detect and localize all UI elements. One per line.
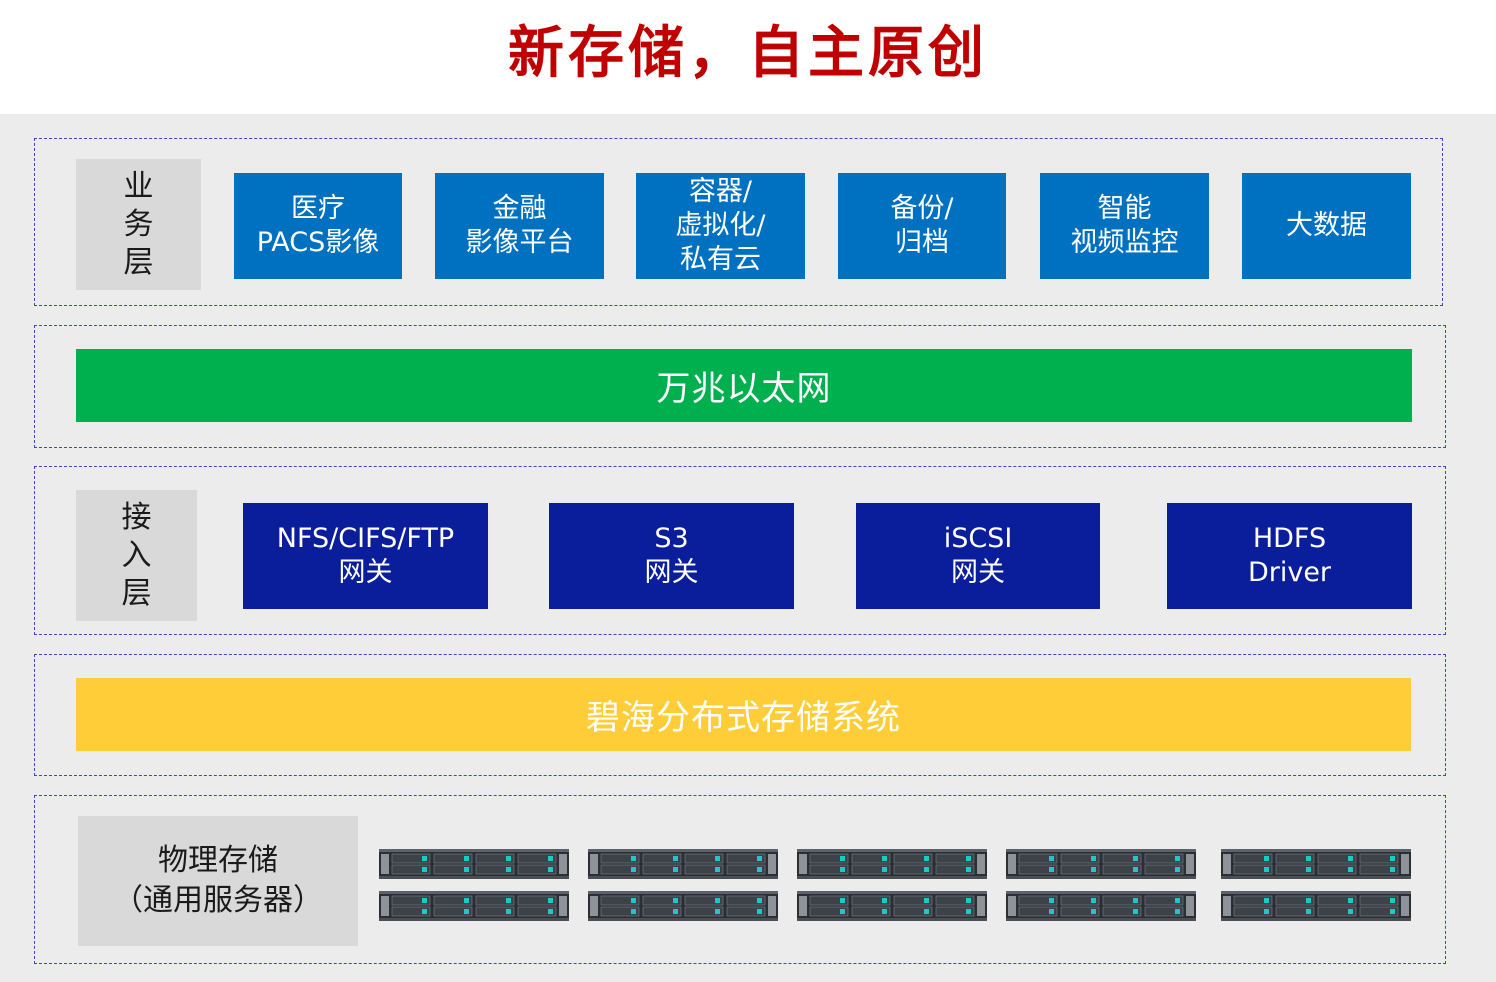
physical-layer-label-text: 物理存储 （通用服务器） — [113, 843, 323, 918]
rack-server-icon — [379, 848, 569, 880]
rack-server-icon — [588, 848, 778, 880]
business-item-big-data: 大数据 — [1242, 173, 1411, 279]
storage-system-bar: 碧海分布式存储系统 — [76, 678, 1411, 751]
business-item-video-surveillance: 智能 视频监控 — [1040, 173, 1209, 279]
business-layer-frame — [34, 138, 1443, 306]
access-layer-frame — [34, 466, 1446, 635]
rack-server-icon — [1006, 848, 1196, 880]
rack-server-icon — [1221, 890, 1411, 922]
business-layer-label-text: 业务层 — [123, 168, 154, 280]
physical-layer-frame — [34, 795, 1446, 964]
rack-server-icon — [797, 848, 987, 880]
rack-server-icon — [797, 890, 987, 922]
rack-server-icon — [379, 890, 569, 922]
rack-server-icon — [1221, 848, 1411, 880]
access-layer-label-text: 接入层 — [121, 499, 152, 611]
access-layer-label: 接入层 — [76, 490, 197, 621]
access-item-nfs-cifs-ftp: NFS/CIFS/FTP 网关 — [243, 503, 488, 609]
access-item-s3: S3 网关 — [549, 503, 794, 609]
business-item-medical-pacs: 医疗 PACS影像 — [234, 173, 402, 279]
rack-server-icon — [588, 890, 778, 922]
access-item-iscsi: iSCSI 网关 — [856, 503, 1100, 609]
rack-server-icon — [1006, 890, 1196, 922]
business-item-container-cloud: 容器/ 虚拟化/ 私有云 — [636, 173, 805, 279]
storage-system-frame — [34, 654, 1446, 776]
page-title: 新存储，自主原创 — [508, 21, 988, 86]
network-layer-frame — [34, 325, 1446, 448]
business-layer-label: 业务层 — [76, 159, 201, 290]
business-item-finance-imaging: 金融 影像平台 — [435, 173, 604, 279]
physical-layer-label: 物理存储 （通用服务器） — [78, 816, 358, 946]
network-bar: 万兆以太网 — [76, 349, 1412, 422]
access-item-hdfs: HDFS Driver — [1167, 503, 1412, 609]
business-item-backup-archive: 备份/ 归档 — [838, 173, 1006, 279]
